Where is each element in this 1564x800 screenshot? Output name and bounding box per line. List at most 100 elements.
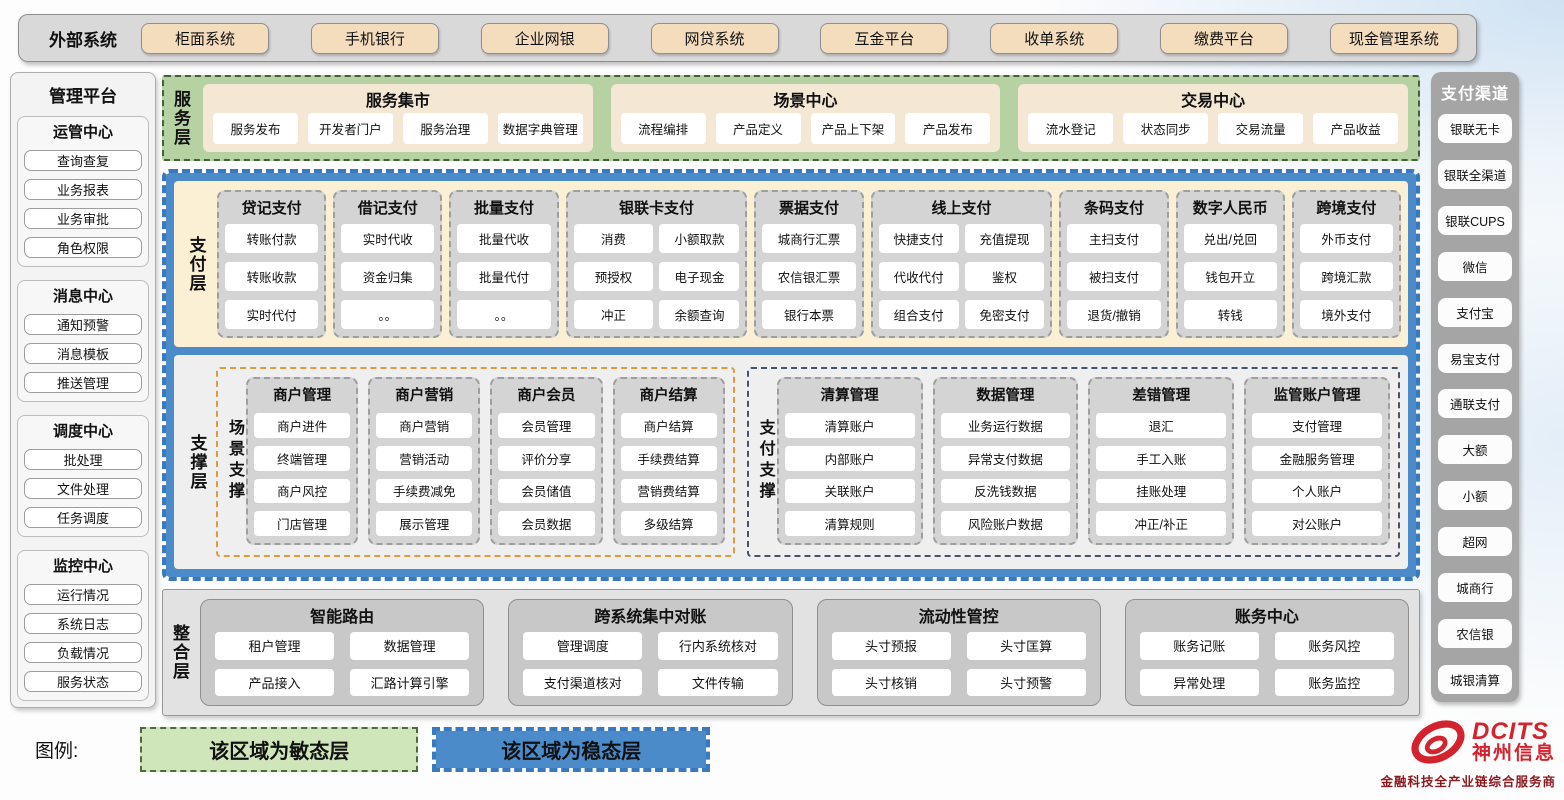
payment-channel-item: 农信银 — [1438, 618, 1512, 648]
payment-channel-item: 城银清算 — [1438, 664, 1512, 694]
sidebar-item: 业务报表 — [24, 179, 142, 200]
service-item: 服务治理 — [402, 112, 488, 144]
payment-item: 外币支付 — [1299, 224, 1394, 253]
payment-item: 。。 — [457, 300, 551, 329]
management-platform-sidebar: 管理平台 运管中心查询查复业务报表业务审批角色权限消息中心通知预警消息模板推送管… — [10, 72, 156, 708]
integration-section: 流动性管控头寸预报头寸匡算头寸核销头寸预警 — [816, 599, 1101, 706]
support-group-label: 支付支撑 — [756, 419, 774, 503]
support-item: 支付管理 — [1252, 413, 1382, 438]
payment-item: 充值提现 — [964, 224, 1045, 253]
support-item: 风险账户数据 — [940, 511, 1071, 536]
payment-item: 小额取款 — [659, 224, 740, 253]
payment-item: 免密支付 — [964, 300, 1045, 329]
support-column: 商户营销商户营销营销活动手续费减免展示管理 — [368, 377, 481, 545]
payment-channel-item: 支付宝 — [1438, 297, 1512, 327]
service-item: 产品定义 — [715, 112, 801, 144]
sidebar-item: 推送管理 — [24, 372, 142, 393]
support-item: 商户结算 — [620, 413, 717, 438]
payment-column-items: 实时代收资金归集。。 — [341, 224, 435, 329]
support-column-title: 差错管理 — [1132, 388, 1191, 404]
support-item: 清算规则 — [784, 511, 915, 536]
payment-column: 批量支付批量代收批量代付。。 — [449, 190, 559, 338]
sidebar-item: 负载情况 — [24, 642, 142, 663]
payment-layer: 支付层 贷记支付转账付款转账收款实时代付借记支付实时代收资金归集。。批量支付批量… — [174, 181, 1408, 347]
support-item: 营销活动 — [376, 445, 473, 471]
integration-item: 管理调度 — [523, 632, 643, 660]
integration-section-title: 跨系统集中对账 — [594, 609, 707, 626]
support-item: 手续费减免 — [376, 478, 473, 504]
payment-item: 冲正 — [573, 300, 654, 329]
support-item: 多级结算 — [620, 511, 717, 536]
payment-column-items: 兑出/兑回钱包开立转钱 — [1183, 224, 1277, 329]
payment-layer-label-wrap: 支付层 — [181, 190, 211, 338]
payment-channel-item: 超网 — [1438, 527, 1512, 557]
service-section-items: 流水登记状态同步交易流量产品收益 — [1028, 111, 1399, 145]
sidebar-group-title: 消息中心 — [52, 288, 113, 305]
sidebar-group: 监控中心运行情况系统日志负载情况服务状态 — [17, 550, 149, 701]
integration-sections: 智能路由租户管理数据管理产品接入汇路计算引擎跨系统集中对账管理调度行内系统核对支… — [200, 599, 1409, 706]
payment-item: 实时代付 — [225, 300, 319, 329]
dcits-company: 神州信息 — [1471, 743, 1556, 765]
payment-item: 银行本票 — [762, 300, 856, 329]
integration-section-title: 流动性管控 — [918, 609, 999, 626]
legend-agile-box: 该区域为敏态层 — [140, 727, 419, 772]
management-platform-groups: 运管中心查询查复业务报表业务审批角色权限消息中心通知预警消息模板推送管理调度中心… — [17, 116, 149, 701]
payment-item: 主扫支付 — [1067, 224, 1161, 253]
integration-layer-label: 整合层 — [170, 624, 189, 681]
support-item: 展示管理 — [376, 511, 473, 536]
service-sections: 服务集市服务发布开发者门户服务治理数据字典管理场景中心流程编排产品定义产品上下架… — [203, 84, 1409, 152]
dcits-brand: DCITS — [1471, 717, 1549, 745]
support-item: 个人账户 — [1252, 478, 1382, 504]
payment-column-title: 数字人民币 — [1192, 200, 1268, 217]
payment-item: 转钱 — [1183, 300, 1277, 329]
payment-channel-item: 银联无卡 — [1438, 114, 1512, 143]
integration-section: 账务中心账务记账账务风控异常处理账务监控 — [1124, 599, 1409, 706]
integration-item: 头寸预报 — [831, 632, 951, 660]
payment-item: 鉴权 — [964, 262, 1045, 291]
support-item: 异常支付数据 — [940, 445, 1071, 471]
payment-channel-item: 微信 — [1438, 251, 1512, 281]
payment-channel-item: 通联支付 — [1438, 389, 1512, 419]
payment-item: 境外支付 — [1299, 300, 1394, 329]
integration-section-title: 智能路由 — [310, 609, 375, 626]
integration-item: 文件传输 — [658, 668, 778, 696]
payment-item: 消费 — [573, 224, 654, 253]
external-systems-label: 外部系统 — [49, 30, 117, 50]
integration-section-title: 账务中心 — [1234, 609, 1299, 626]
support-column-title: 商户结算 — [639, 388, 698, 404]
support-item: 营销费结算 — [620, 478, 717, 504]
integration-section-items: 账务记账账务风控异常处理账务监控 — [1139, 632, 1394, 696]
support-column: 商户会员会员管理评价分享会员储值会员数据 — [490, 377, 603, 545]
service-item: 产品发布 — [905, 112, 991, 144]
support-layer-label-wrap: 支撑层 — [182, 367, 212, 557]
external-system-button: 现金管理系统 — [1329, 22, 1458, 54]
integration-item: 账务监控 — [1274, 668, 1394, 696]
payment-item: 转账付款 — [225, 224, 319, 253]
integration-item: 头寸匡算 — [966, 632, 1086, 660]
support-item: 会员管理 — [498, 413, 595, 438]
service-item: 产品收益 — [1313, 112, 1399, 144]
scene-support-group: 场景支撑商户管理商户进件终端管理商户风控门店管理商户营销商户营销营销活动手续费减… — [216, 367, 735, 557]
payment-column-items: 批量代收批量代付。。 — [457, 224, 551, 329]
payment-column-items: 城商行汇票农信银汇票银行本票 — [762, 224, 856, 329]
service-item: 服务发布 — [213, 112, 298, 144]
external-system-button: 缴费平台 — [1160, 22, 1289, 54]
support-item: 会员数据 — [498, 511, 595, 536]
service-item: 流水登记 — [1028, 112, 1114, 144]
architecture-main-area: 服务层 服务集市服务发布开发者门户服务治理数据字典管理场景中心流程编排产品定义产… — [162, 75, 1420, 716]
external-system-button: 柜面系统 — [141, 22, 269, 54]
dcits-logo: DCITS 神州信息 金融科技全产业链综合服务商 — [1341, 716, 1556, 790]
integration-item: 头寸核销 — [831, 668, 951, 696]
payment-item: 快捷支付 — [878, 224, 959, 253]
sidebar-group-title: 监控中心 — [52, 558, 113, 575]
payment-item: 被扫支付 — [1067, 262, 1161, 291]
sidebar-group: 运管中心查询查复业务报表业务审批角色权限 — [17, 116, 149, 267]
payment-column-items: 主扫支付被扫支付退货/撤销 — [1067, 224, 1161, 329]
sidebar-item: 任务调度 — [24, 507, 142, 528]
legend: 图例: 该区域为敏态层 该区域为稳态层 — [35, 727, 711, 772]
support-item: 对公账户 — [1252, 511, 1382, 536]
payment-item: 资金归集 — [341, 262, 435, 291]
payment-channel-item: 银联CUPS — [1438, 205, 1512, 235]
payment-item: 组合支付 — [878, 300, 959, 329]
integration-section-items: 头寸预报头寸匡算头寸核销头寸预警 — [831, 632, 1086, 696]
